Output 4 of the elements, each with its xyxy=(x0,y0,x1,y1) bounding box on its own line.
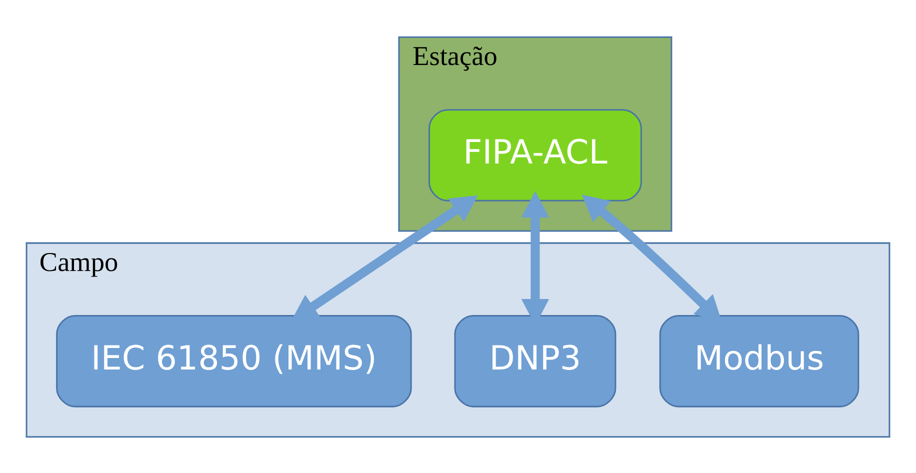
node-box: Modbus xyxy=(659,314,860,407)
node-box: IEC 61850 (MMS) xyxy=(56,314,412,407)
node-box: FIPA-ACL xyxy=(428,108,642,201)
node-box: DNP3 xyxy=(454,314,616,407)
